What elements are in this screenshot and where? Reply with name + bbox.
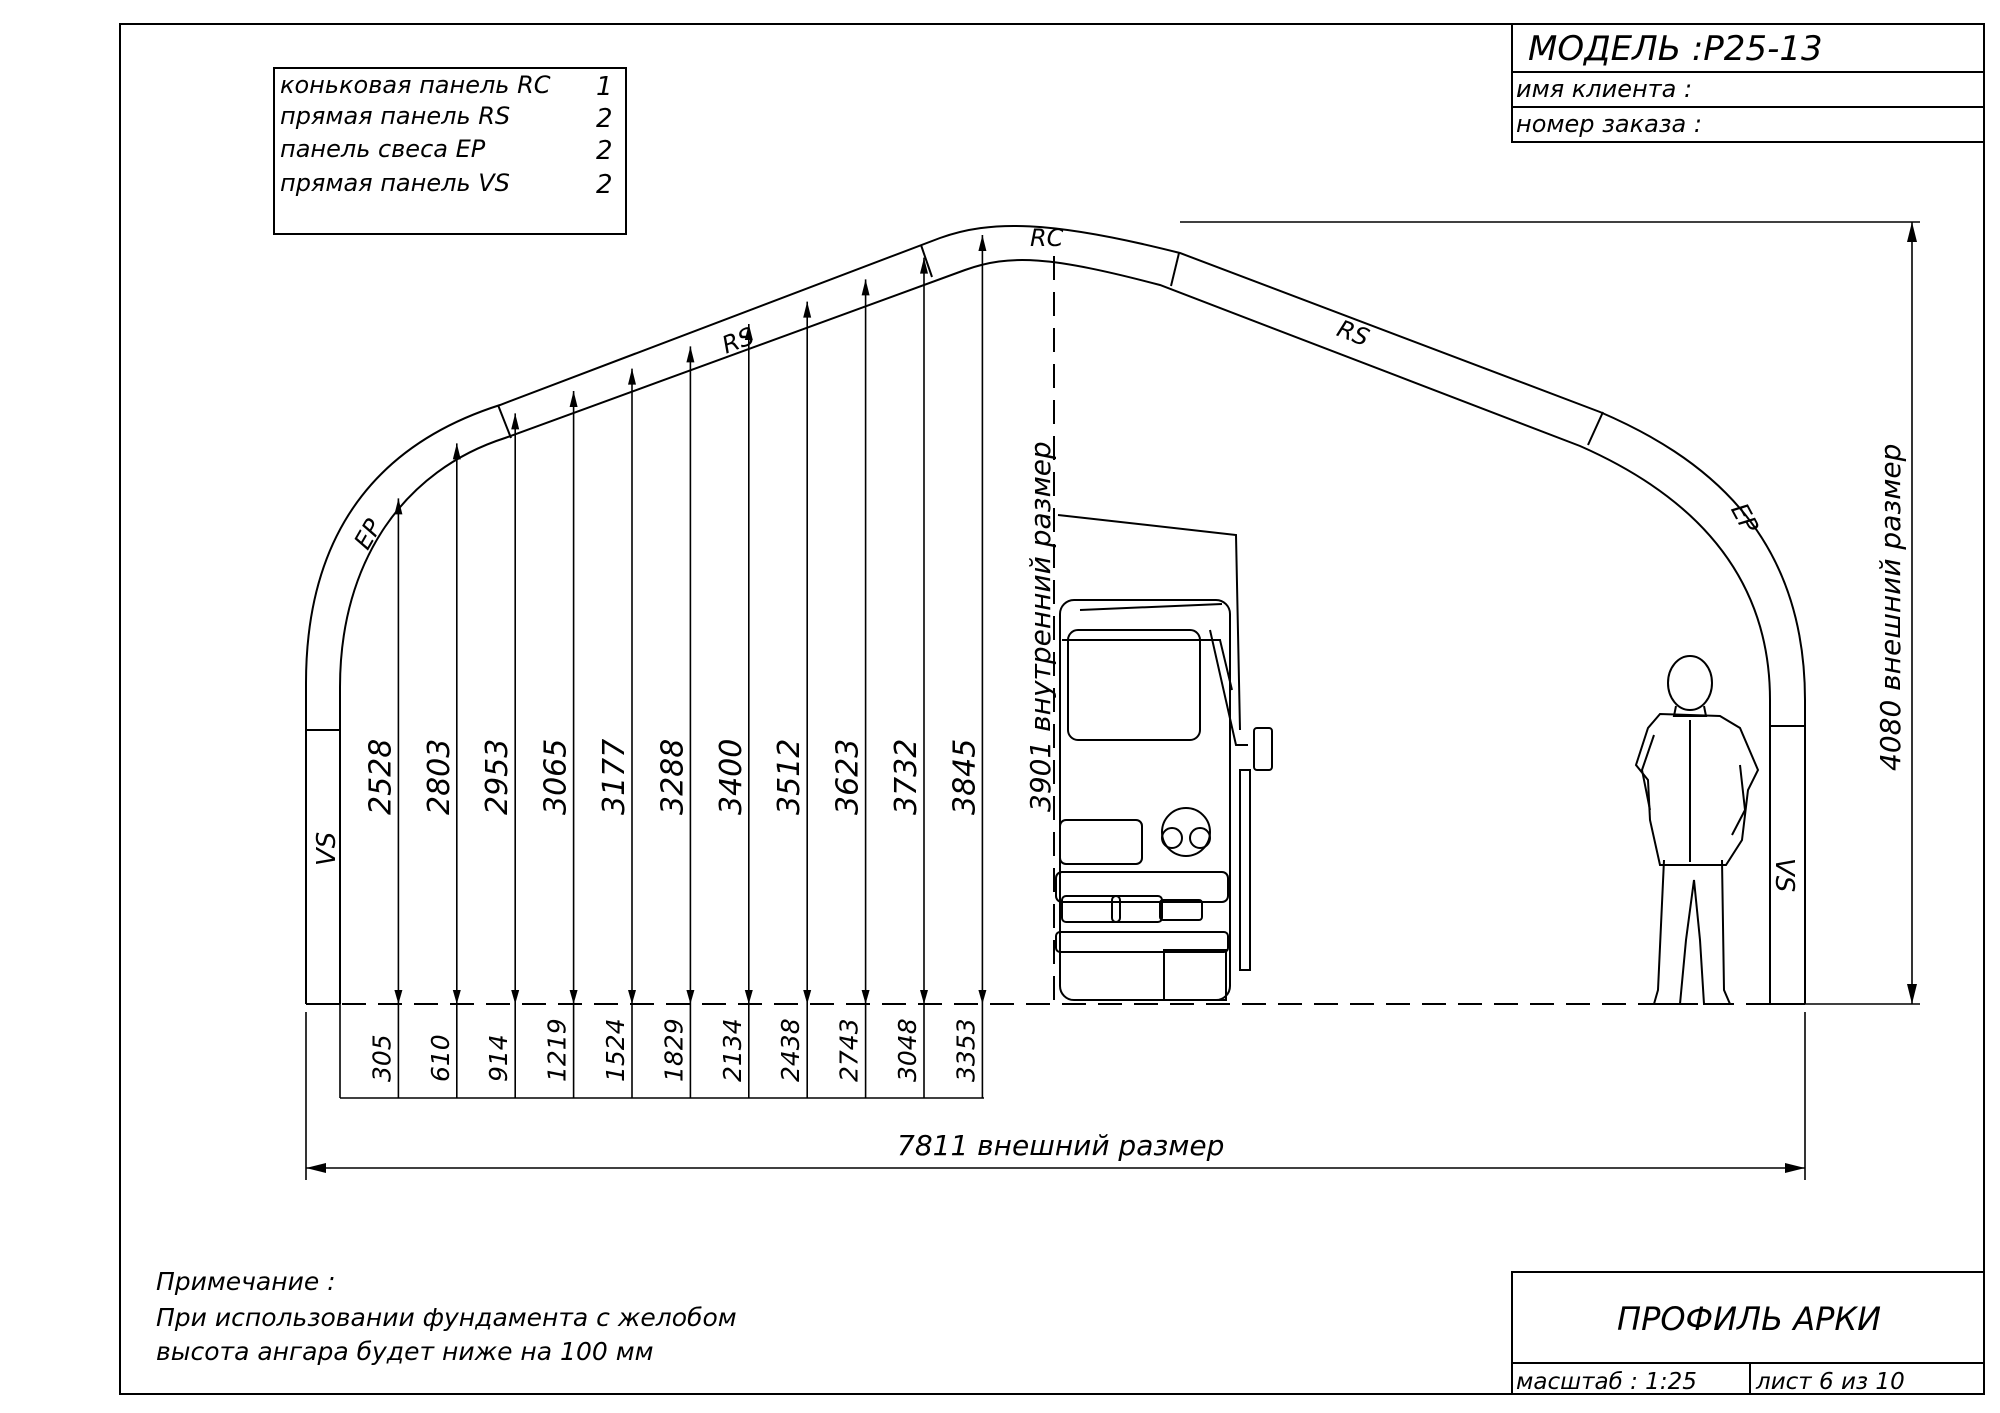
drawing-title: ПРОФИЛЬ АРКИ	[1617, 1300, 1881, 1338]
height-value-label: 2803	[422, 739, 457, 815]
height-arrow	[803, 301, 812, 318]
outer-height-label: 4080 внешний размер	[1874, 444, 1907, 771]
panel-table: коньковая панель RC 1 прямая панель RS 2…	[273, 67, 627, 235]
height-arrow	[861, 990, 870, 1004]
offset-value-label: 2134	[718, 1018, 747, 1082]
height-arrow	[686, 346, 695, 363]
offset-value-label: 305	[367, 1034, 396, 1082]
height-arrow	[978, 990, 987, 1004]
panel-label-rc: RC	[1030, 224, 1064, 252]
panel-row-qty: 2	[596, 104, 613, 134]
panel-label-rs-right: RS	[1333, 314, 1373, 352]
title-block-bottom: ПРОФИЛЬ АРКИ масштаб : 1:25 лист 6 из 10	[1511, 1271, 1985, 1395]
outer-width-label: 7811 внешний размер	[897, 1129, 1224, 1162]
panel-row-name: прямая панель VS	[280, 169, 510, 197]
panel-row-name: прямая панель RS	[280, 102, 510, 130]
height-arrow	[569, 391, 578, 407]
height-arrow	[686, 990, 695, 1004]
height-arrow	[920, 990, 928, 1004]
height-value-label: 3512	[772, 739, 807, 815]
height-arrow	[803, 990, 812, 1004]
note-line-2: высота ангара будет ниже на 100 мм	[156, 1337, 653, 1366]
height-arrow	[511, 990, 520, 1004]
panel-label-vs-right: VS	[1769, 858, 1799, 892]
height-arrow	[452, 990, 461, 1004]
height-value-label: 3400	[714, 739, 749, 815]
offset-value-label: 1219	[543, 1018, 572, 1082]
height-arrow	[394, 498, 403, 515]
height-value-label: 2953	[480, 739, 515, 815]
offset-value-label: 2438	[776, 1018, 805, 1082]
offset-value-label: 1829	[659, 1018, 688, 1082]
height-arrow	[978, 235, 987, 251]
offset-value-label: 3353	[951, 1018, 980, 1082]
height-arrow	[511, 413, 520, 430]
height-arrow	[744, 990, 753, 1004]
panel-row-qty: 2	[596, 170, 613, 200]
sheet-frame	[119, 23, 1985, 1395]
height-value-label: 3177	[597, 739, 632, 815]
panel-label-rs-left: RS	[718, 322, 758, 360]
scale-label: масштаб : 1:25	[1516, 1369, 1697, 1395]
offset-value-label: 2743	[835, 1018, 864, 1082]
panel-label-ep-left: EP	[349, 514, 388, 554]
height-value-label: 3288	[655, 739, 690, 815]
height-value-label: 3845	[947, 739, 982, 815]
note-line-1: При использовании фундамента с желобом	[156, 1303, 737, 1332]
height-arrow	[744, 324, 753, 340]
outer-height-dimension: 4080 внешний размер	[1180, 221, 1920, 1005]
order-number-label: номер заказа :	[1516, 110, 1702, 138]
panel-row-name: коньковая панель RC	[280, 71, 551, 99]
height-value-label: 3623	[831, 739, 866, 815]
offset-dimension-chain: 305 610 914 1219 1524 1829 2134 2438 2743 3048 335…	[339, 1004, 984, 1099]
height-arrow	[394, 990, 403, 1004]
offset-value-label: 1524	[601, 1018, 630, 1082]
person-illustration	[1634, 655, 1760, 1005]
note-heading: Примечание :	[156, 1267, 336, 1296]
height-value-label: 3065	[539, 739, 574, 815]
offset-value-label: 3048	[893, 1018, 922, 1082]
height-value-label: 2528	[363, 739, 398, 815]
sheet-label: лист 6 из 10	[1755, 1369, 1905, 1395]
truck-illustration	[1055, 514, 1273, 1001]
height-arrow	[628, 368, 636, 385]
offset-value-label: 914	[484, 1034, 513, 1082]
title-block-top: МОДЕЛЬ :P25-13 имя клиента : номер заказ…	[1511, 23, 1985, 143]
arch-outline	[305, 224, 1806, 1005]
inner-height-label: 3901 внутренний размер	[1024, 441, 1057, 812]
outer-width-dimension: 7811 внешний размер	[305, 1012, 1806, 1180]
model-label: МОДЕЛЬ :P25-13	[1528, 29, 1823, 69]
panel-label-vs-left: VS	[312, 832, 342, 866]
panel-row-qty: 1	[596, 72, 613, 102]
height-value-label: 3732	[889, 739, 924, 815]
height-measurements: 2528 2803 2953 3065 3177 3288 3400 3512 3623 3732…	[363, 235, 987, 1004]
panel-row-name: панель свеса EP	[280, 135, 486, 163]
offset-value-label: 610	[426, 1034, 455, 1082]
height-arrow	[628, 990, 636, 1004]
client-name-label: имя клиента :	[1516, 75, 1692, 103]
height-arrow	[452, 443, 461, 460]
height-arrow	[569, 990, 578, 1004]
height-arrow	[920, 257, 928, 274]
panel-row-qty: 2	[596, 136, 613, 166]
height-arrow	[861, 279, 870, 296]
